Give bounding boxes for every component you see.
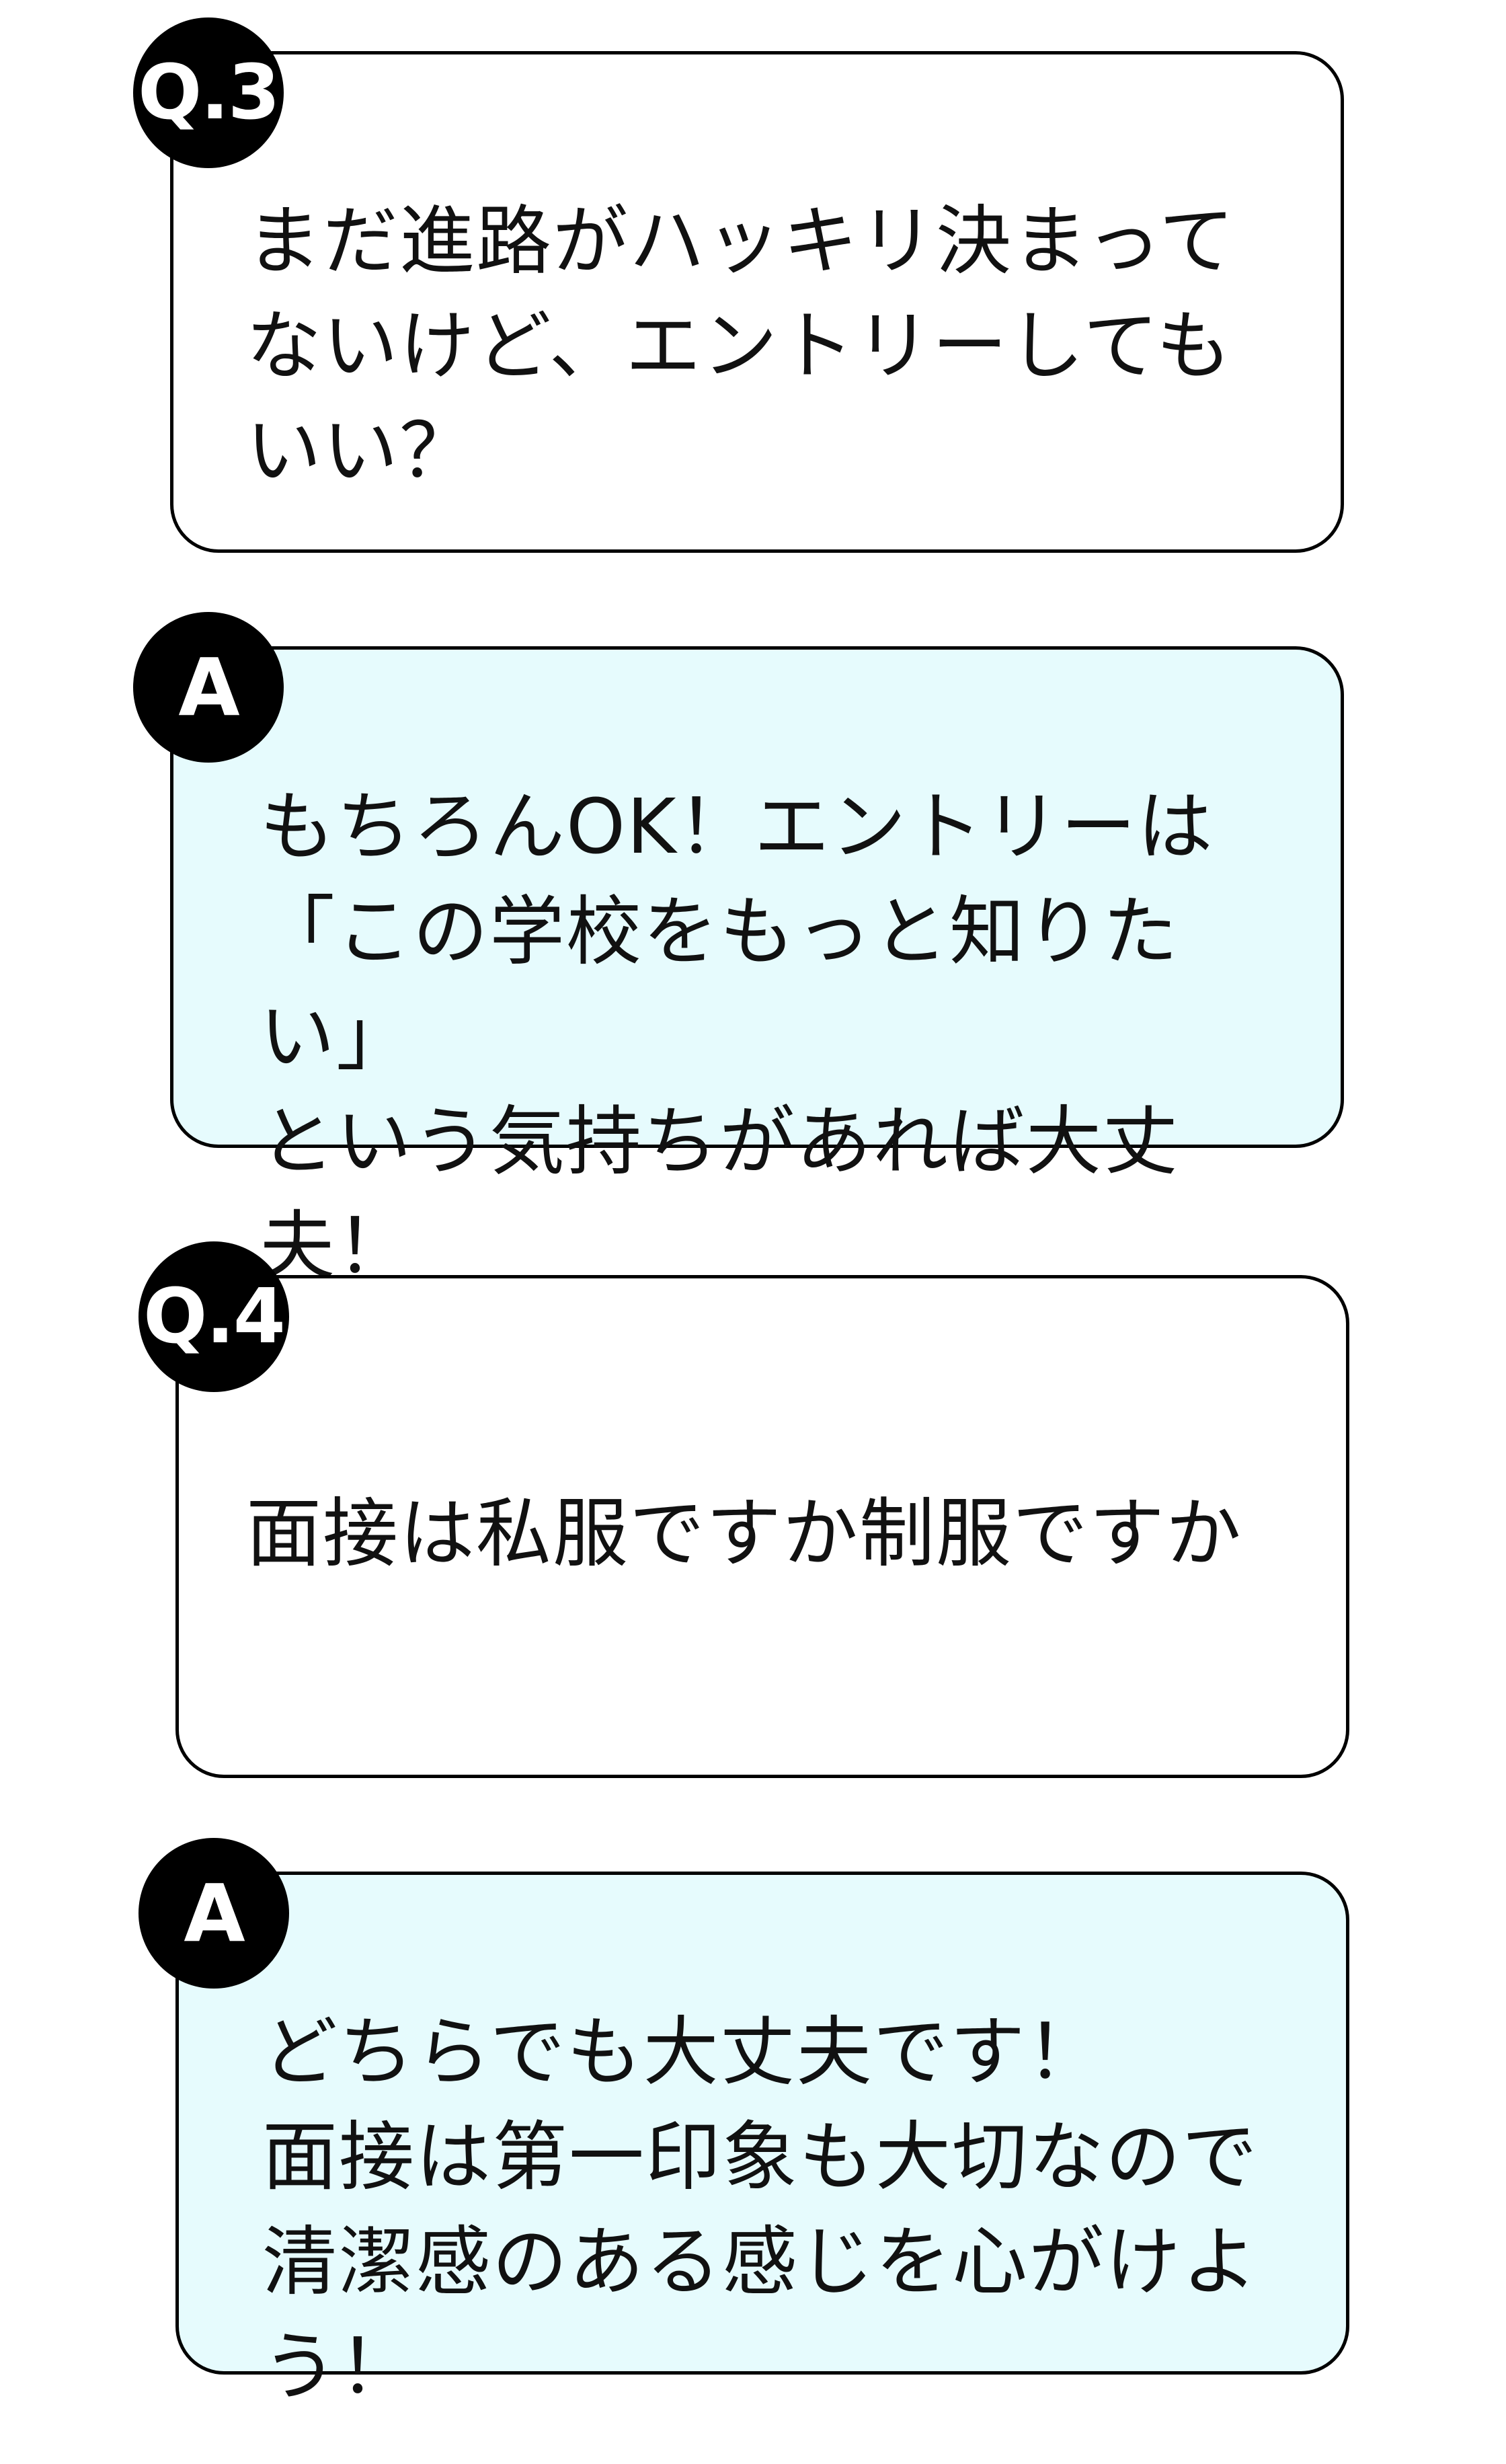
answer-badge-q4: A [138,1838,289,1989]
question-card-q4: 面接は私服ですか制服ですか [175,1275,1349,1778]
question-card-q3: まだ進路がハッキリ決まって ないけど、エントリーしても いい？ [170,51,1344,553]
answer-text: もちろんOK！エントリーは 「この学校をもっと知りたい」 という気持ちがあれば大… [260,783,1214,1291]
question-text: まだ進路がハッキリ決まって ないけど、エントリーしても いい？ [246,198,1236,495]
answer-badge-q3: A [133,612,284,763]
question-badge-q3: Q.3 [133,17,284,168]
answer-card-q3: もちろんOK！エントリーは 「この学校をもっと知りたい」 という気持ちがあれば大… [170,646,1344,1291]
question-badge-q4: Q.4 [138,1241,289,1392]
answer-card-q4: どちらでも大丈夫です！ 面接は第一印象も大切なので 清潔感のある感じを心がけよう… [175,1872,1349,2411]
question-text: 面接は私服ですか制服ですか [246,1490,1242,1578]
answer-text: どちらでも大丈夫です！ 面接は第一印象も大切なので 清潔感のある感じを心がけよう… [262,2009,1259,2411]
